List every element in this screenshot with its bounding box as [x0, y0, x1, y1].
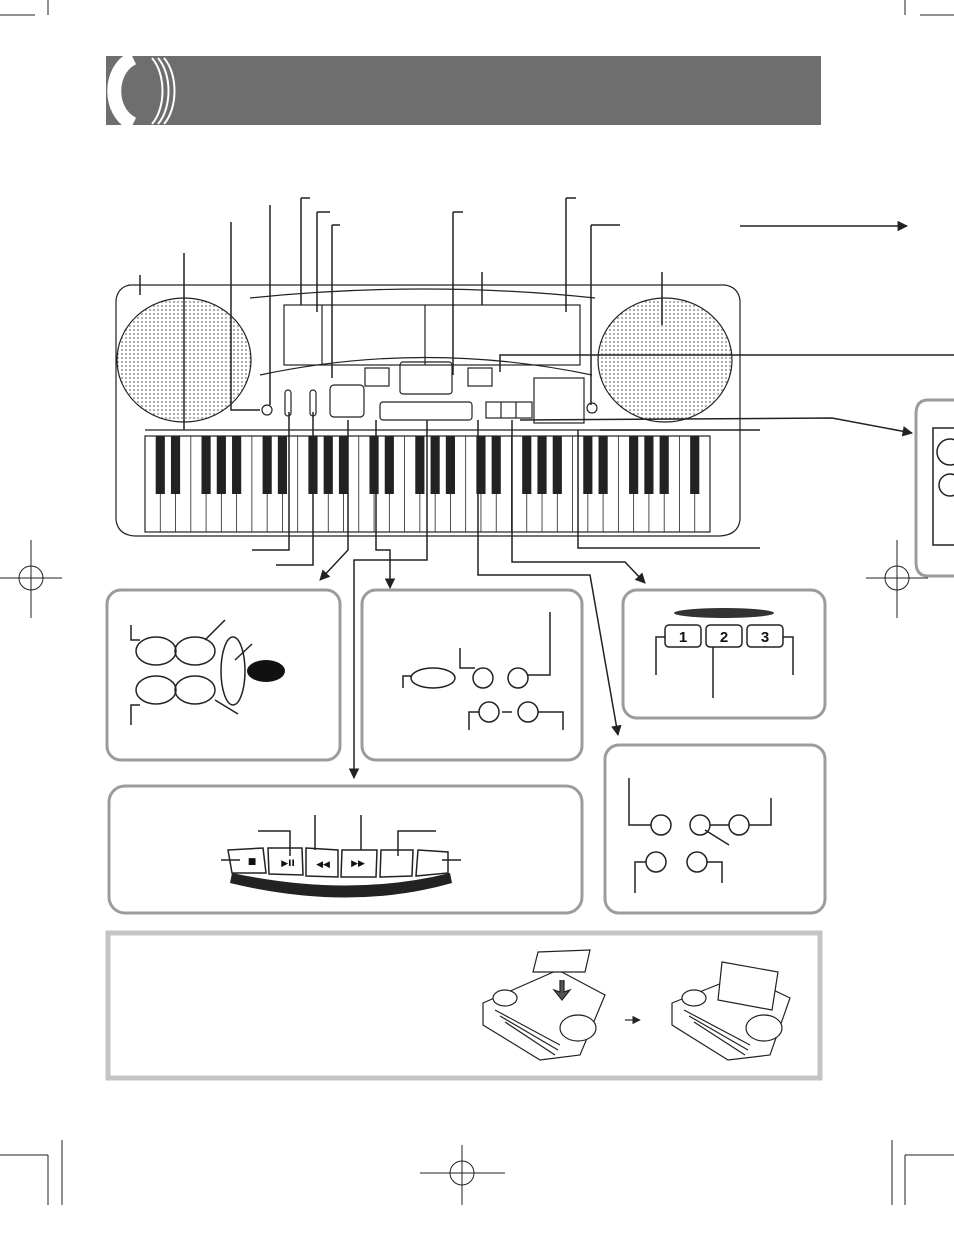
black-key: [155, 436, 165, 494]
black-key: [537, 436, 547, 494]
indicator-lamp: [247, 660, 285, 682]
black-key: [629, 436, 639, 494]
black-key: [415, 436, 425, 494]
black-key: [338, 436, 349, 494]
panel-button: [472, 667, 494, 689]
stop-button[interactable]: ■: [248, 857, 257, 867]
panel-button: [410, 667, 456, 689]
play-pause-button[interactable]: ▶II: [281, 859, 295, 869]
black-key: [170, 436, 181, 494]
black-key: [522, 436, 532, 494]
panel-tone-buttons: [105, 588, 342, 762]
black-key: [277, 436, 288, 494]
right-edge-panel: [914, 398, 954, 578]
black-key: [323, 436, 333, 494]
crop-mark-icon: [0, 0, 954, 1205]
panel-song-bank: 1 2 3: [621, 588, 827, 720]
panel-button: [507, 667, 529, 689]
black-key: [369, 436, 379, 494]
fast-forward-button[interactable]: ▶▶: [351, 859, 365, 869]
song-bank-button-1[interactable]: 1: [679, 629, 687, 646]
keyboard-illustration-icon: [115, 284, 741, 537]
panel-select-buttons: [360, 588, 584, 762]
panel-button: [220, 636, 246, 706]
panel-button: [135, 636, 177, 666]
rewind-button[interactable]: ◀◀: [316, 860, 330, 870]
black-key: [583, 436, 593, 494]
callout-leaders: [139, 197, 954, 780]
black-key: [216, 436, 226, 494]
black-key: [598, 436, 608, 494]
header-bracket-icon: [107, 51, 176, 131]
black-key: [491, 436, 501, 494]
bottom-panel-music-stand: [105, 930, 823, 1081]
black-key: [644, 436, 654, 494]
speaker-grille-icon: [597, 297, 733, 423]
black-key: [262, 436, 272, 494]
panel-transport: ■ ▶II ◀◀ ▶▶: [107, 784, 584, 915]
panel-button: [174, 636, 216, 666]
black-key: [476, 436, 486, 494]
song-bank-button-2[interactable]: 2: [720, 629, 728, 646]
song-bank-button-3[interactable]: 3: [761, 629, 769, 646]
music-stand-illustration-icon: [482, 949, 791, 1061]
black-key: [384, 436, 394, 494]
header-band: [106, 51, 821, 131]
keyboard-keys: [144, 436, 711, 532]
black-key: [430, 436, 440, 494]
black-key: [690, 436, 700, 494]
black-key: [201, 436, 211, 494]
black-key: [232, 436, 242, 494]
panel-button: [174, 675, 216, 705]
black-key: [659, 436, 669, 494]
black-key: [552, 436, 562, 494]
panel-button: [135, 675, 177, 705]
black-key: [445, 436, 455, 494]
panel-function-buttons: [603, 743, 827, 915]
registration-mark-icon: [0, 540, 928, 1205]
